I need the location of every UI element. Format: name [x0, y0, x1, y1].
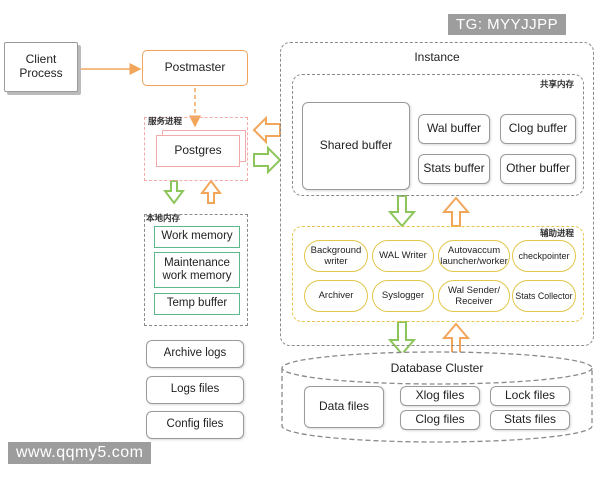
xlog-files-box: Xlog files — [400, 386, 480, 406]
shared-memory-container — [292, 74, 584, 196]
work-memory-box: Work memory — [154, 226, 240, 248]
wal-writer-pill: WAL Writer — [372, 240, 434, 272]
wal-buffer-box: Wal buffer — [418, 114, 490, 144]
aux-process-label: 辅助进程 — [540, 228, 575, 238]
watermark-bottom: www.qqmy5.com — [8, 442, 152, 464]
maintenance-work-memory-box: Maintenance work memory — [154, 252, 240, 288]
database-cluster-cylinder — [281, 351, 593, 443]
local-memory-label: 本地内存 — [146, 213, 181, 223]
stats-collector-pill: Stats Collector — [512, 280, 576, 312]
archive-logs-box: Archive logs — [146, 340, 244, 368]
instance-container — [280, 42, 594, 346]
service-process-container — [144, 117, 248, 181]
service-to-instance-hollow-arrow — [253, 145, 282, 175]
postgres-box: Postgres — [156, 135, 240, 167]
shared-memory-label: 共享内存 — [540, 79, 575, 89]
wal-sender-receiver-pill: Wal Sender/ Receiver — [438, 280, 510, 312]
background-writer-pill: Background writer — [304, 240, 368, 272]
cluster-to-aux-orange-arrow — [441, 322, 471, 355]
database-cluster-title: Database Cluster — [390, 361, 484, 375]
syslogger-pill: Syslogger — [372, 280, 434, 312]
watermark-top: TG: MYYJJPP — [448, 14, 567, 35]
aux-to-shared-orange-arrow — [441, 196, 471, 227]
client-process-box: Client Process — [4, 42, 78, 92]
config-files-box: Config files — [146, 411, 244, 439]
autovacuum-pill: Autovaccum launcher/worker — [438, 240, 510, 272]
archiver-pill: Archiver — [304, 280, 368, 312]
clog-buffer-box: Clog buffer — [500, 114, 576, 144]
service-process-label: 服务进程 — [148, 116, 183, 126]
local-to-postgres-orange-arrow — [200, 179, 222, 204]
postmaster-box: Postmaster — [142, 50, 248, 86]
data-files-box: Data files — [304, 386, 384, 428]
clog-files-box: Clog files — [400, 410, 480, 430]
shared-to-aux-green-arrow — [387, 195, 417, 228]
checkpointer-pill: checkpointer — [512, 240, 576, 272]
lock-files-box: Lock files — [490, 386, 570, 406]
instance-to-service-hollow-arrow — [252, 115, 281, 145]
local-memory-container — [144, 214, 248, 326]
instance-title: Instance — [414, 50, 460, 64]
other-buffer-box: Other buffer — [500, 154, 576, 184]
aux-to-cluster-green-arrow — [387, 321, 417, 356]
stats-buffer-box: Stats buffer — [418, 154, 490, 184]
postgres-to-local-green-arrow — [163, 180, 185, 205]
aux-process-container — [292, 226, 584, 322]
logs-files-box: Logs files — [146, 376, 244, 404]
temp-buffer-box: Temp buffer — [154, 293, 240, 315]
stats-files-box: Stats files — [490, 410, 570, 430]
shared-buffer-box: Shared buffer — [302, 102, 410, 190]
